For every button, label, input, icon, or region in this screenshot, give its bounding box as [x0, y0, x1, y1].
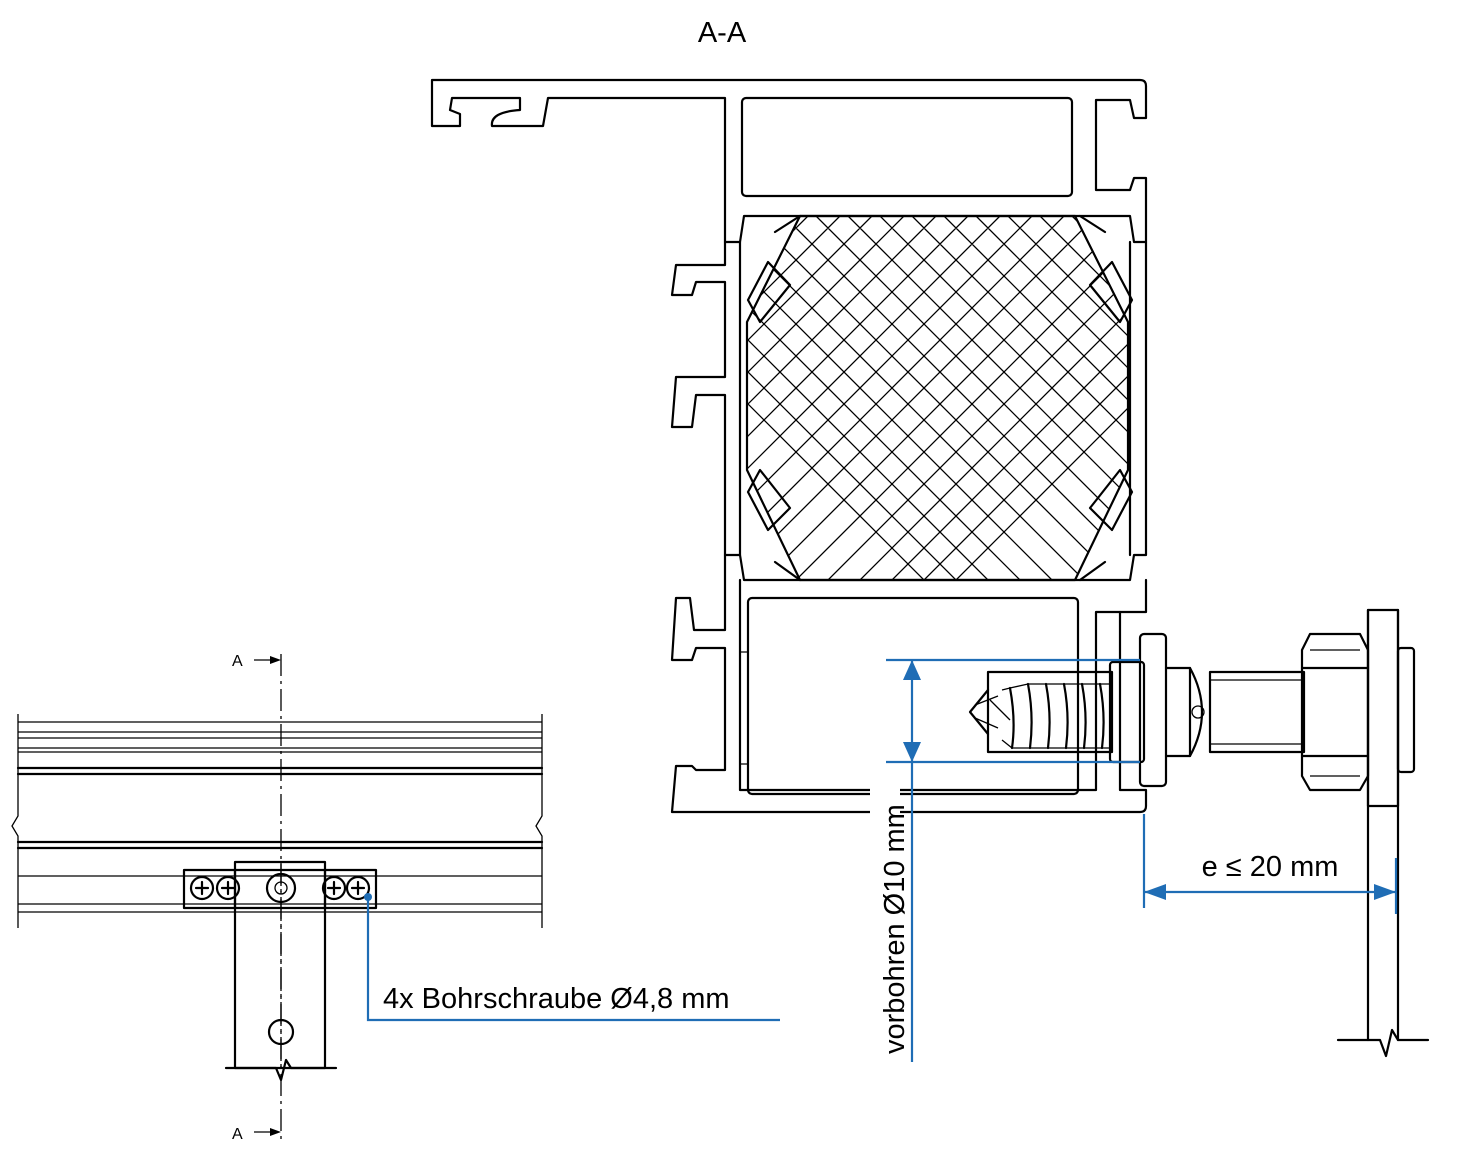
screw-threads [1001, 682, 1112, 750]
insulation-hatch [747, 216, 1128, 580]
screw-label: 4x Bohrschraube Ø4,8 mm [383, 983, 730, 1015]
elevation-view [11, 654, 544, 1140]
screw-head-icon [345, 875, 371, 901]
section-marker-bottom [254, 1128, 281, 1136]
screw-assembly [968, 608, 1430, 1058]
predrill-label: vorbohren Ø10 mm [879, 804, 911, 1054]
predrill-dimension [870, 658, 1140, 1062]
section-marker-top [254, 656, 281, 664]
distance-label: e ≤ 20 mm [1202, 851, 1339, 883]
distance-dimension [1142, 814, 1398, 914]
section-marker-top-label: A [232, 653, 243, 670]
screw-head-icon [189, 875, 215, 901]
section-title: A-A [698, 17, 747, 49]
bracket-edges [233, 868, 327, 910]
screw-head-icon [215, 875, 241, 901]
screw-heads [189, 875, 371, 901]
section-marker-bottom-label: A [232, 1126, 243, 1143]
profile-section [430, 78, 1148, 814]
screw-leader [364, 893, 780, 1022]
screw-head-icon [321, 875, 347, 901]
